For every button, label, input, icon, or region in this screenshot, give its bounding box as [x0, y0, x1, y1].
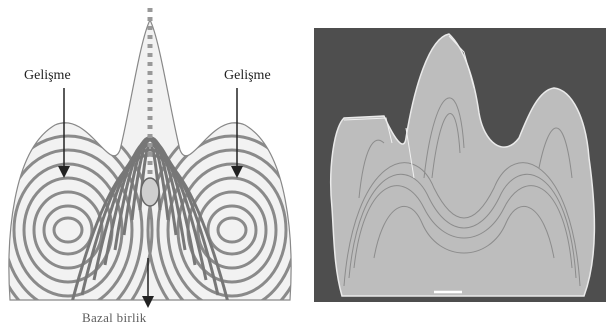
growth-label-right: Gelişme: [224, 68, 271, 84]
micrograph-panel: [314, 28, 606, 302]
schematic-diagram-panel: Gelişme Gelişme Bazal birlik: [0, 0, 300, 336]
growth-label-left: Gelişme: [24, 68, 71, 84]
basal-unit-label: Bazal birlik: [82, 310, 147, 326]
layered-shell-schematic: [0, 0, 300, 336]
tooth-section-micrograph: [314, 28, 606, 302]
